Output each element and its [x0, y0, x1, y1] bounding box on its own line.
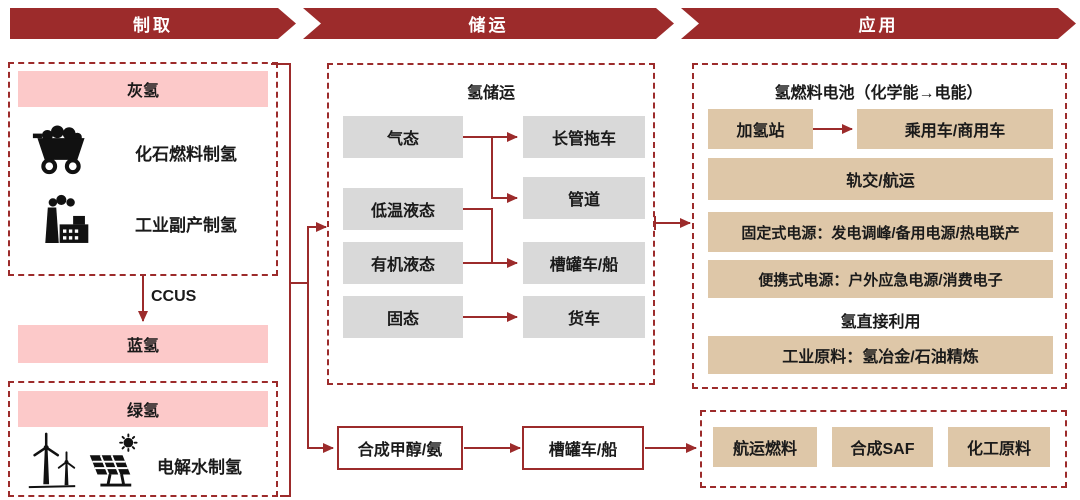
storage-title: 氢储运 — [466, 85, 515, 102]
state-gas-box: 气态 — [343, 116, 463, 158]
carrier-pipeline-box: 管道 — [523, 177, 645, 219]
stage-band-production: 制取 — [10, 8, 296, 39]
green-hydrogen-box — [8, 381, 278, 497]
fuel-cell-title: 氢燃料电池（化学能→电能） — [774, 85, 983, 102]
blue-hydrogen-title: 蓝氢 — [126, 338, 159, 355]
refueling-station-box: 加氢站 — [708, 109, 813, 149]
grey-hydrogen-box — [8, 62, 278, 276]
synthetic-fuels-box — [700, 410, 1067, 488]
solar-panel-icon — [84, 433, 138, 489]
state-cryo-liquid-box: 低温液态 — [343, 188, 463, 230]
chemical-raw-material-box: 化工原料 — [948, 427, 1050, 467]
green-hydrogen-title: 绿氢 — [126, 403, 159, 420]
wind-turbine-icon — [26, 432, 78, 490]
stage-band-production-label: 制取 — [133, 16, 173, 35]
stationary-power-box: 固定式电源：发电调峰/备用电源/热电联产 — [708, 212, 1053, 252]
stage-band-application: 应用 — [681, 8, 1076, 39]
state-organic-liquid-box: 有机液态 — [343, 242, 463, 284]
industrial-raw-material-box: 工业原料：氢冶金/石油精炼 — [708, 336, 1053, 374]
shipping-fuel-box: 航运燃料 — [713, 427, 817, 467]
blue-hydrogen-band: 蓝氢 — [18, 325, 268, 363]
synthesis-methanol-ammonia-box: 合成甲醇/氨 — [337, 426, 463, 470]
factory-icon — [36, 194, 90, 248]
carrier-tanker-box: 槽罐车/船 — [523, 242, 645, 284]
stage-band-application-label: 应用 — [858, 16, 899, 35]
storage-box — [327, 63, 655, 385]
synthetic-saf-box: 合成SAF — [832, 427, 933, 467]
carrier-tube-trailer-box: 长管拖车 — [523, 116, 645, 158]
portable-power-box: 便携式电源：户外应急电源/消费电子 — [708, 260, 1053, 298]
ccus-label: CCUS — [151, 288, 197, 305]
direct-use-title: 氢直接利用 — [840, 314, 921, 331]
vehicles-box: 乘用车/商用车 — [857, 109, 1053, 149]
industrial-byproduct-label: 工业副产制氢 — [135, 216, 237, 235]
carrier-truck-box: 货车 — [523, 296, 645, 338]
fossil-fuel-label: 化石燃料制氢 — [135, 145, 237, 164]
rail-shipping-box: 轨交/航运 — [708, 158, 1053, 200]
electrolysis-label: 电解水制氢 — [157, 458, 242, 477]
grey-hydrogen-header: 灰氢 — [18, 71, 268, 107]
synthesis-tanker-box: 槽罐车/船 — [522, 426, 644, 470]
green-hydrogen-header: 绿氢 — [18, 391, 268, 427]
stage-band-storage: 储运 — [303, 8, 674, 39]
coal-cart-icon — [32, 120, 90, 178]
state-solid-box: 固态 — [343, 296, 463, 338]
application-box — [692, 63, 1067, 389]
grey-hydrogen-title: 灰氢 — [126, 83, 159, 100]
stage-band-storage-label: 储运 — [468, 16, 509, 35]
